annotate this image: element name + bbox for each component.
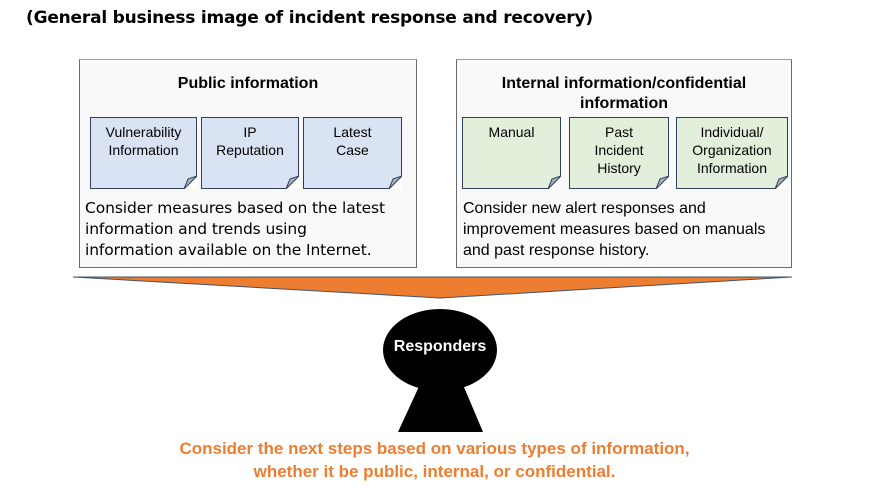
page-fold-icon — [184, 176, 197, 189]
card-line: History — [597, 160, 641, 176]
card-line: Latest — [333, 124, 372, 140]
card-line: Case — [336, 142, 369, 158]
page-fold-icon — [286, 176, 299, 189]
card-line: Individual/ — [700, 124, 764, 140]
card-vulnerability-information: Vulnerability Information — [90, 117, 197, 189]
description-line: information and trends using — [85, 220, 307, 238]
conclusion-line-1: Consider the next steps based on various… — [179, 439, 690, 458]
card-manual: Manual — [462, 117, 561, 189]
card-individual-organization-information: Individual/ Organization Information — [676, 117, 788, 189]
funnel-arrow — [72, 276, 793, 299]
description-line: improvement measures based on manuals — [463, 221, 766, 238]
description-line: Consider measures based on the latest — [85, 199, 385, 217]
title-line: information — [580, 95, 668, 112]
responder-body — [398, 380, 483, 432]
card-ip-reputation: IP Reputation — [201, 117, 299, 189]
description-line: and past response history. — [463, 242, 650, 259]
page-fold-icon — [656, 176, 669, 189]
card-line: IP — [243, 124, 257, 140]
responders-label: Responders — [393, 338, 487, 355]
card-line: Organization — [692, 142, 772, 158]
description-line: Consider new alert responses and — [463, 200, 706, 217]
conclusion-line-2: whether it be public, internal, or confi… — [253, 462, 616, 481]
diagram-title: (General business image of incident resp… — [26, 8, 593, 28]
public-information-panel: Public information Vulnerability Informa… — [79, 59, 417, 268]
card-line: Past — [604, 124, 633, 140]
card-line: Reputation — [216, 142, 284, 158]
page-fold-icon — [389, 176, 402, 189]
card-past-incident-history: Past Incident History — [569, 117, 669, 189]
title-line: Internal information/confidential — [501, 75, 747, 92]
page-fold-icon — [775, 176, 788, 189]
card-latest-case: Latest Case — [303, 117, 402, 189]
card-line: Incident — [594, 142, 644, 158]
internal-information-title: Internal information/confidential inform… — [457, 74, 791, 114]
card-line: Information — [108, 142, 179, 158]
description-line: information available on the Internet. — [85, 241, 372, 259]
internal-information-panel: Internal information/confidential inform… — [456, 59, 792, 268]
card-line: Vulnerability — [105, 124, 182, 140]
public-information-description: Consider measures based on the latest in… — [85, 198, 385, 261]
card-line: Manual — [488, 124, 535, 140]
responder-head — [383, 309, 497, 391]
internal-information-description: Consider new alert responses and improve… — [463, 198, 765, 261]
card-line: Information — [696, 160, 768, 176]
page-fold-icon — [548, 176, 561, 189]
public-information-title: Public information — [177, 75, 319, 92]
